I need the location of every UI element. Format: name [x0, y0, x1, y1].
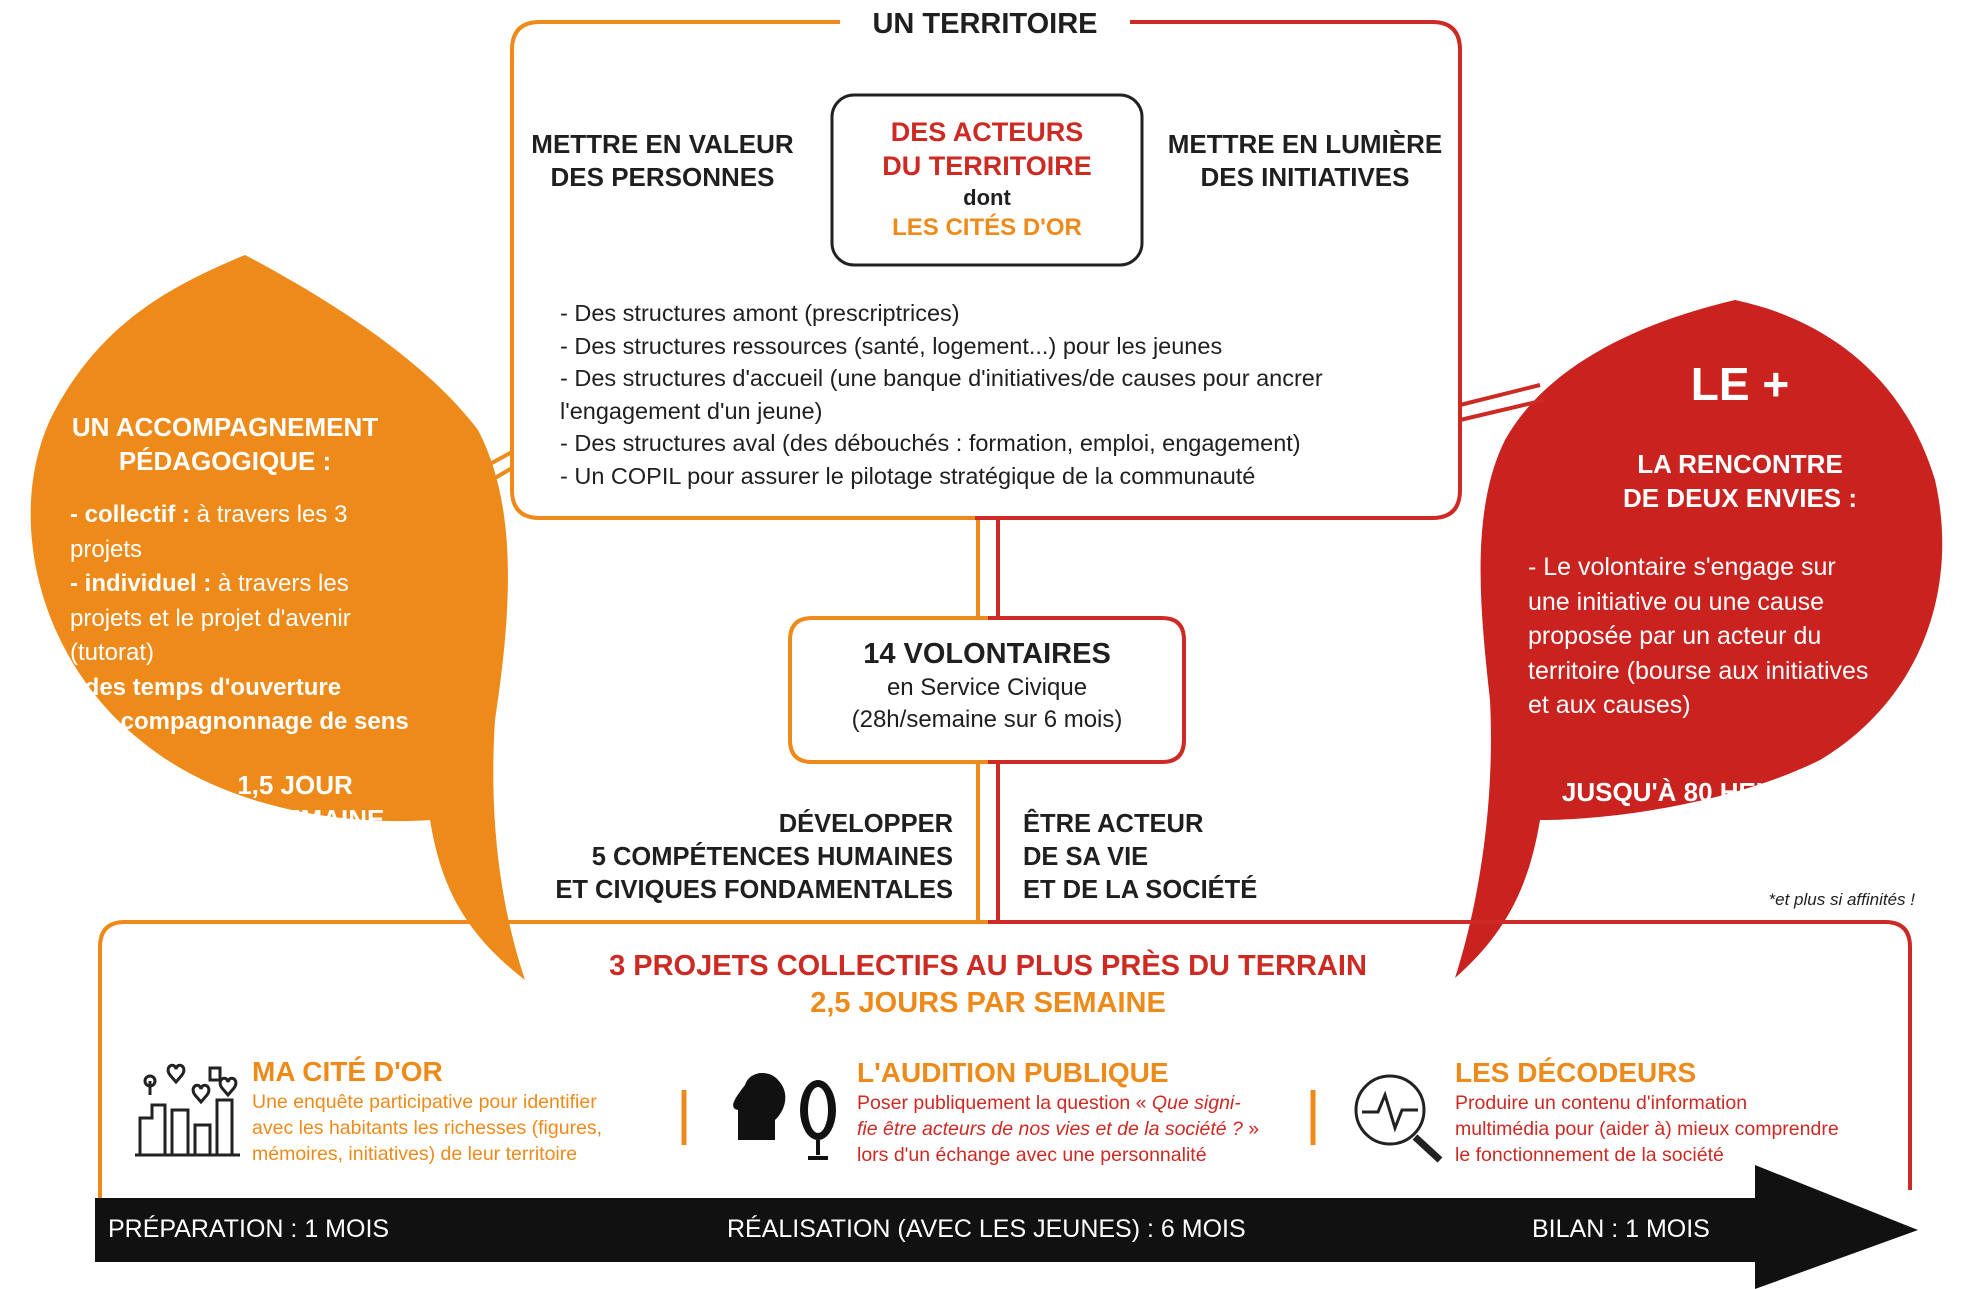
project-les-decodeurs: LES DÉCODEURS Produire un contenu d'info… — [1455, 1056, 1895, 1168]
project-desc-line: Une enquête participative pour identifie… — [252, 1091, 597, 1113]
city-hearts-icon — [135, 1063, 240, 1157]
mettre-en-lumiere-heading: METTRE EN LUMIÈRE DES INITIATIVES — [1160, 128, 1450, 194]
territoire-frame-right — [975, 20, 1462, 520]
accompagnement-duration-line-2: PAR SEMAINE — [205, 804, 385, 834]
le-plus-body: - Le volontaire s'engage sur une initiat… — [1528, 550, 1948, 723]
mettre-en-lumiere-line-2: DES INITIATIVES — [1200, 162, 1410, 192]
le-plus-subtitle-line-2: DE DEUX ENVIES : — [1622, 483, 1858, 513]
developper-line: DÉVELOPPER — [778, 810, 953, 838]
volontaires-service-civique: en Service Civique — [886, 674, 1088, 701]
project-audition-publique: L'AUDITION PUBLIQUE Poser publiquement l… — [857, 1056, 1297, 1168]
project-title: L'AUDITION PUBLIQUE — [857, 1057, 1169, 1088]
le-plus-body-line: territoire (bourse aux initiatives — [1528, 656, 1869, 685]
structures-item: - Des structures aval (des débouchés : f… — [560, 430, 1301, 456]
mettre-en-valeur-line-1: METTRE EN VALEUR — [531, 129, 794, 159]
le-plus-duration-line-1: JUSQU'À 80 HEURES — [1561, 777, 1829, 807]
acteurs-box-text: DES ACTEURS DU TERRITOIRE dont LES CITÉS… — [832, 115, 1142, 243]
timeline-arrow — [95, 1165, 1918, 1289]
accompagnement-point: - collectif : à travers les 3 — [70, 501, 348, 528]
structures-item: - Des structures d'accueil (une banque d… — [560, 365, 1323, 391]
acteurs-dont: dont — [963, 185, 1011, 210]
magnifier-pulse-icon — [1354, 1074, 1443, 1163]
project-ma-cite-dor: MA CITÉ D'OR Une enquête participative p… — [252, 1055, 672, 1167]
etre-acteur-line: DE SA VIE — [1023, 843, 1149, 871]
territoire-frame-left — [510, 20, 975, 520]
acteurs-line-2: DU TERRITOIRE — [882, 151, 1092, 181]
le-plus-body-line: - Le volontaire s'engage sur — [1528, 553, 1836, 581]
project-title: LES DÉCODEURS — [1455, 1057, 1697, 1088]
volontaires-hours: (28h/semaine sur 6 mois) — [851, 706, 1123, 733]
accompagnement-point: - un compagnonnage de sens — [70, 708, 409, 735]
acteurs-box — [830, 93, 1144, 267]
developper-line: 5 COMPÉTENCES HUMAINES — [591, 843, 953, 871]
project-desc-line: fie être acteurs de nos vies et de la so… — [857, 1118, 1260, 1140]
le-plus-body-line: et aux causes) — [1528, 691, 1691, 719]
accompagnement-duration: 1,5 JOUR PAR SEMAINE — [150, 768, 440, 836]
acteurs-line-1: DES ACTEURS — [890, 117, 1084, 147]
le-plus-body-line: proposée par un acteur du — [1528, 622, 1822, 650]
developper-line: ET CIVIQUES FONDAMENTALES — [555, 876, 953, 904]
etre-acteur-line: ÊTRE ACTEUR — [1023, 810, 1204, 838]
projets-title: 3 PROJETS COLLECTIFS AU PLUS PRÈS DU TER… — [609, 950, 1367, 982]
structures-item: l'engagement d'un jeune) — [560, 397, 823, 424]
structures-list: - Des structures amont (prescriptrices) … — [560, 297, 1440, 492]
projets-subtitle: 2,5 JOURS PAR SEMAINE — [810, 987, 1166, 1019]
le-plus-bubble — [1455, 300, 1943, 978]
projets-heading: 3 PROJETS COLLECTIFS AU PLUS PRÈS DU TER… — [500, 948, 1476, 1022]
accompagnement-bubble — [30, 255, 526, 980]
orange-connector — [469, 450, 514, 490]
accompagnement-point: - des temps d'ouverture — [70, 673, 342, 701]
etre-acteur-text: ÊTRE ACTEUR DE SA VIE ET DE LA SOCIÉTÉ — [1023, 808, 1323, 907]
projets-frame-left — [98, 920, 988, 1200]
accompagnement-point: projets — [70, 535, 143, 563]
projets-frame-right — [988, 920, 1912, 1190]
faces-mirror-icon — [733, 1073, 836, 1160]
project-desc-line: avec les habitants les richesses (figure… — [252, 1117, 603, 1139]
project-desc-line: mémoires, initiatives) de leur territoir… — [252, 1143, 578, 1165]
accompagnement-points: - collectif : à travers les 3 projets - … — [70, 498, 470, 740]
le-plus-footnote: *et plus si affinités ! — [1768, 890, 1915, 909]
etre-acteur-line: ET DE LA SOCIÉTÉ — [1023, 876, 1258, 904]
mettre-en-valeur-heading: METTRE EN VALEUR DES PERSONNES — [520, 128, 805, 194]
structures-item: - Un COPIL pour assurer le pilotage stra… — [560, 462, 1256, 489]
project-desc-line: multimédia pour (aider à) mieux comprend… — [1455, 1118, 1839, 1140]
accompagnement-point: (tutorat) — [70, 639, 155, 666]
accompagnement-title-line-1: UN ACCOMPAGNEMENT — [71, 412, 379, 442]
project-desc-line: lors d'un échange avec une personnalité — [857, 1144, 1207, 1166]
mettre-en-lumiere-line-1: METTRE EN LUMIÈRE — [1167, 129, 1443, 159]
project-desc-line: le fonctionnement de la société — [1455, 1144, 1724, 1166]
developper-text: DÉVELOPPER 5 COMPÉTENCES HUMAINES ET CIV… — [520, 808, 953, 907]
mettre-en-valeur-line-2: DES PERSONNES — [550, 162, 775, 192]
project-desc-line: Poser publiquement la question « Que sig… — [857, 1092, 1241, 1114]
red-connector — [1459, 383, 1546, 422]
acteurs-cites-dor: LES CITÉS D'OR — [892, 214, 1082, 241]
le-plus-title: LE + — [1690, 358, 1790, 410]
structures-item: - Des structures amont (prescriptrices) — [560, 300, 960, 326]
accompagnement-point: - individuel : à travers les — [70, 570, 349, 597]
timeline-bilan: BILAN : 1 MOIS — [1532, 1215, 1710, 1243]
timeline-preparation: PRÉPARATION : 1 MOIS — [108, 1215, 390, 1243]
volontaires-box-left — [788, 616, 988, 764]
structures-item: - Des structures ressources (santé, loge… — [560, 332, 1223, 359]
territoire-title: UN TERRITOIRE — [842, 8, 1128, 41]
le-plus-duration: JUSQU'À 80 HEURES DE MISSION* — [1530, 775, 1860, 843]
project-title: MA CITÉ D'OR — [252, 1056, 443, 1087]
accompagnement-duration-line-1: 1,5 JOUR — [237, 770, 353, 800]
volontaires-title: 14 VOLONTAIRES — [863, 638, 1111, 670]
volontaires-box-right — [988, 616, 1186, 764]
accompagnement-title: UN ACCOMPAGNEMENT PÉDAGOGIQUE : — [50, 410, 400, 478]
le-plus-subtitle-line-1: LA RENCONTRE — [1637, 449, 1843, 479]
timeline-realisation: RÉALISATION (AVEC LES JEUNES) : 6 MOIS — [727, 1215, 1246, 1243]
le-plus-body-line: une initiative ou une cause — [1528, 587, 1825, 616]
le-plus-subtitle: LA RENCONTRE DE DEUX ENVIES : — [1580, 447, 1900, 515]
project-desc-line: Produire un contenu d'information — [1455, 1092, 1748, 1114]
accompagnement-title-line-2: PÉDAGOGIQUE : — [118, 446, 332, 476]
le-plus-duration-line-2: DE MISSION* — [1613, 811, 1777, 841]
volontaires-box-text: 14 VOLONTAIRES en Service Civique (28h/s… — [790, 636, 1184, 736]
accompagnement-point: projets et le projet d'avenir — [70, 604, 351, 632]
